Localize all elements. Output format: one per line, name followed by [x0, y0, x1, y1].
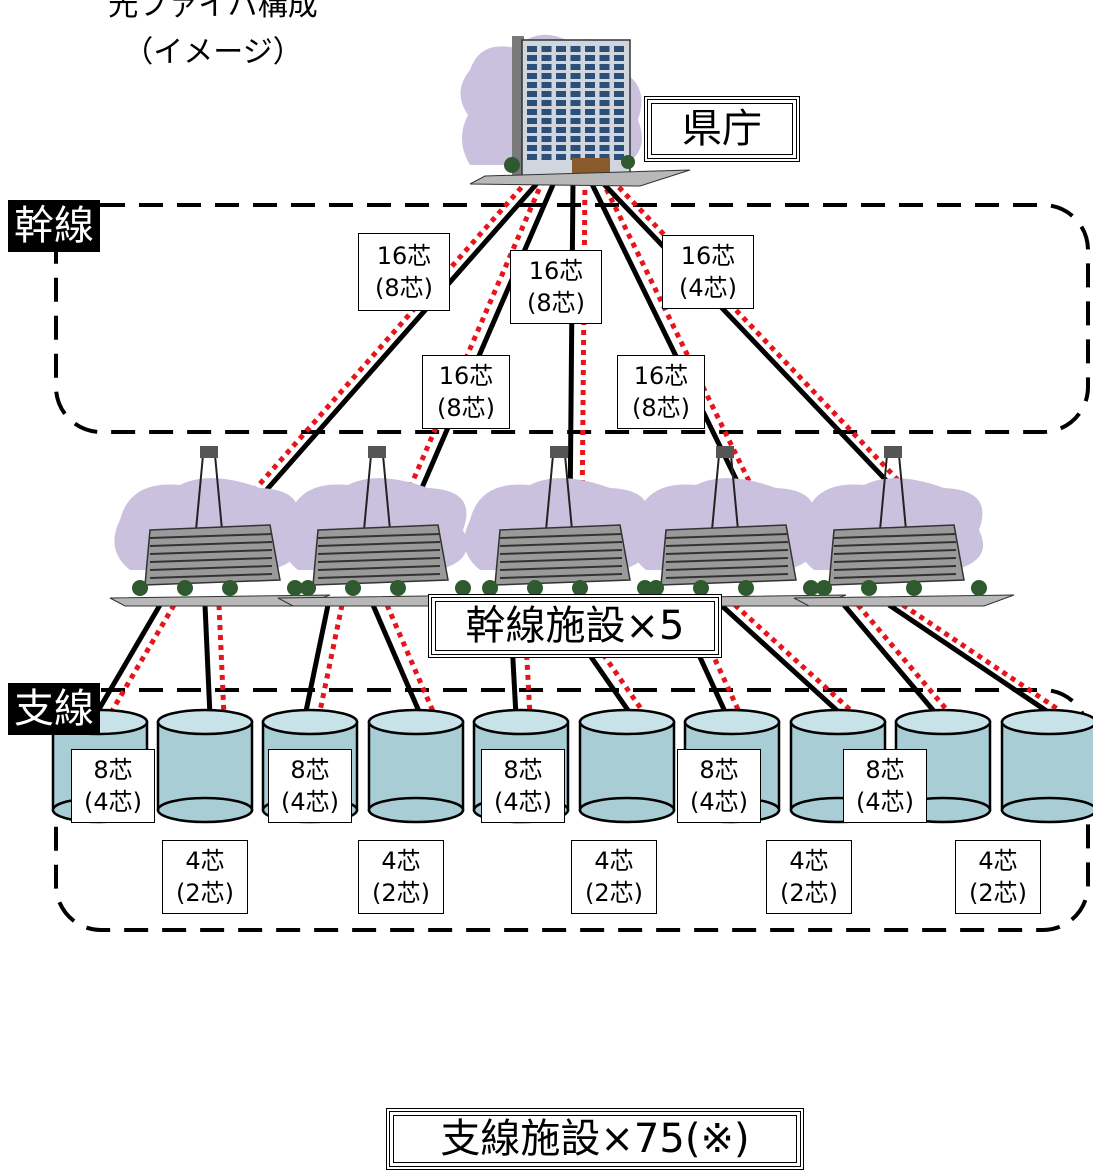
- diagram-title: 光ファイバ構成: [108, 0, 318, 23]
- branch-cable-red: [521, 604, 533, 717]
- branch-cable-black: [887, 602, 1056, 719]
- branch-facility-icon: [578, 708, 676, 824]
- branch-facility-label: 支線施設×75(※): [386, 1108, 804, 1170]
- trunk-cable-red: [610, 178, 938, 522]
- trunk-link-label: 16芯 (8芯): [510, 250, 602, 324]
- branch-tag: 支線: [8, 683, 100, 735]
- trunk-facility-icon: [793, 446, 1015, 607]
- branch-link-sub: (4芯): [690, 788, 748, 816]
- branch-link-sub: (4芯): [494, 788, 552, 816]
- trunk-link-sub: (8芯): [632, 394, 690, 422]
- trunk-link-sub: (4芯): [679, 274, 737, 302]
- prefecture-label: 県庁: [644, 96, 800, 162]
- branch-cable-black: [842, 603, 940, 718]
- branch-link-sub: (2芯): [969, 879, 1027, 907]
- branch-cable-black: [92, 603, 163, 718]
- branch-facility-icon: [156, 708, 254, 824]
- branch-link-label-4: 4芯 (2芯): [162, 840, 248, 914]
- branch-cable-red: [856, 603, 954, 718]
- trunk-link-label: 16芯 (8芯): [358, 233, 450, 311]
- branch-link-label-8: 8芯 (4芯): [843, 749, 927, 823]
- trunk-link-sub: (8芯): [375, 274, 433, 302]
- branch-cable-red: [106, 603, 177, 718]
- branch-link-cores: 8芯: [503, 756, 543, 784]
- trunk-link-cores: 16芯: [438, 362, 494, 390]
- branch-link-cores: 8芯: [93, 756, 133, 784]
- branch-cable-black: [719, 603, 845, 718]
- trunk-link-label: 16芯 (4芯): [662, 235, 754, 309]
- branch-link-sub: (2芯): [585, 879, 643, 907]
- branch-link-label-4: 4芯 (2芯): [766, 840, 852, 914]
- branch-link-label-8: 8芯 (4芯): [677, 749, 761, 823]
- branch-link-label-4: 4芯 (2芯): [358, 840, 444, 914]
- branch-cable-black: [370, 604, 424, 717]
- trunk-cable-red: [599, 178, 771, 522]
- branch-cable-black: [202, 604, 213, 717]
- branch-facility-icon: [1000, 708, 1093, 824]
- branch-link-sub: (4芯): [84, 788, 142, 816]
- branch-link-cores: 4芯: [185, 847, 225, 875]
- branch-cable-black: [302, 604, 331, 717]
- branch-link-label-4: 4芯 (2芯): [955, 840, 1041, 914]
- branch-cable-red: [733, 603, 859, 718]
- trunk-cable-black: [598, 178, 926, 522]
- branch-link-cores: 4芯: [594, 847, 634, 875]
- branch-link-cores: 8芯: [865, 756, 905, 784]
- trunk-facility-icon: [625, 446, 847, 607]
- branch-link-sub: (4芯): [281, 788, 339, 816]
- branch-link-cores: 4芯: [381, 847, 421, 875]
- branch-facility-layer: [51, 708, 1093, 824]
- branch-link-sub: (2芯): [176, 879, 234, 907]
- trunk-link-sub: (8芯): [527, 289, 585, 317]
- branch-cable-red: [216, 604, 227, 717]
- trunk-cable-red: [579, 179, 588, 521]
- trunk-link-label: 16芯 (8芯): [617, 355, 705, 429]
- branch-link-cores: 4芯: [789, 847, 829, 875]
- trunk-cable-black: [405, 179, 558, 521]
- trunk-link-cores: 16芯: [528, 257, 584, 285]
- trunk-link-cores: 16芯: [633, 362, 689, 390]
- trunk-facility-layer: [109, 446, 1015, 607]
- branch-link-sub: (4芯): [856, 788, 914, 816]
- branch-link-label-8: 8芯 (4芯): [481, 749, 565, 823]
- trunk-tag: 幹線: [8, 200, 100, 252]
- trunk-cable-black: [587, 178, 759, 522]
- branch-link-label-8: 8芯 (4芯): [268, 749, 352, 823]
- branch-link-cores: 8芯: [699, 756, 739, 784]
- trunk-cable-black: [567, 179, 576, 521]
- branch-cable-red: [901, 602, 1070, 719]
- branch-link-cores: 8芯: [290, 756, 330, 784]
- trunk-link-label: 16芯 (8芯): [422, 355, 510, 429]
- diagram-subtitle: （イメージ）: [123, 35, 303, 70]
- branch-cable-red: [384, 604, 438, 717]
- branch-link-label-8: 8芯 (4芯): [71, 749, 155, 823]
- branch-link-sub: (2芯): [372, 879, 430, 907]
- trunk-cable-black: [238, 178, 542, 522]
- branch-cable-red: [316, 604, 345, 717]
- trunk-link-sub: (8芯): [437, 394, 495, 422]
- trunk-link-cores: 16芯: [376, 242, 432, 270]
- branch-link-sub: (2芯): [780, 879, 838, 907]
- trunk-cable-red: [393, 179, 546, 521]
- branch-link-label-4: 4芯 (2芯): [571, 840, 657, 914]
- trunk-facility-icon: [109, 446, 331, 607]
- trunk-facility-label: 幹線施設×5: [428, 594, 722, 658]
- branch-facility-icon: [367, 708, 465, 824]
- branch-link-cores: 4芯: [978, 847, 1018, 875]
- trunk-facility-icon: [277, 446, 499, 607]
- cable-layer: [92, 178, 1070, 719]
- trunk-link-cores: 16芯: [680, 242, 736, 270]
- prefecture-office-icon: [460, 34, 691, 187]
